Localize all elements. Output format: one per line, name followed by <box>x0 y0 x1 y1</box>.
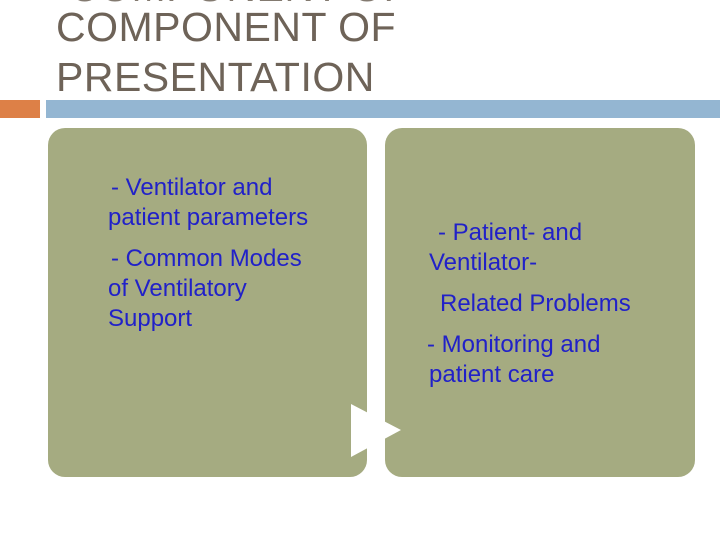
right-arrow-icon <box>351 404 401 457</box>
body-text-line: - Monitoring and <box>427 331 601 358</box>
bullet-paragraph: - Common Modes of Ventilatory Support <box>108 244 359 334</box>
bullet-paragraph: - Ventilator and patient parameters <box>108 173 359 233</box>
accent-bar-orange <box>0 100 40 118</box>
body-text-line: patient care <box>429 361 555 388</box>
bullet-paragraph: - Monitoring and patient care <box>427 330 689 390</box>
body-text-line: patient parameters <box>108 204 309 231</box>
body-text-line: - Common Modes <box>111 245 302 272</box>
body-text-line: Related Problems <box>440 290 631 317</box>
content-box-right: - Patient- and Ventilator- Related Probl… <box>385 128 695 477</box>
bullet-paragraph: - Patient- and Ventilator- <box>427 218 689 278</box>
bullet-paragraph: Related Problems <box>427 289 689 319</box>
slide-title-line-2: PRESENTATION <box>56 54 375 100</box>
body-text-line: - Ventilator and <box>111 174 273 201</box>
clipped-title-overflow: COMPONENT OF <box>69 0 421 4</box>
slide-title: COMPONENT OF PRESENTATION <box>56 2 396 102</box>
body-text-line: Support <box>108 305 193 332</box>
body-text-line: Ventilator- <box>429 249 538 276</box>
body-text-line: of Ventilatory <box>108 275 247 302</box>
body-text-line: - Patient- and <box>438 219 583 246</box>
slide-title-line-1: COMPONENT OF <box>56 4 397 50</box>
accent-bar-blue <box>46 100 720 118</box>
clipped-title-text: COMPONENT OF <box>69 0 421 4</box>
content-box-left: - Ventilator and patient parameters - Co… <box>48 128 367 477</box>
